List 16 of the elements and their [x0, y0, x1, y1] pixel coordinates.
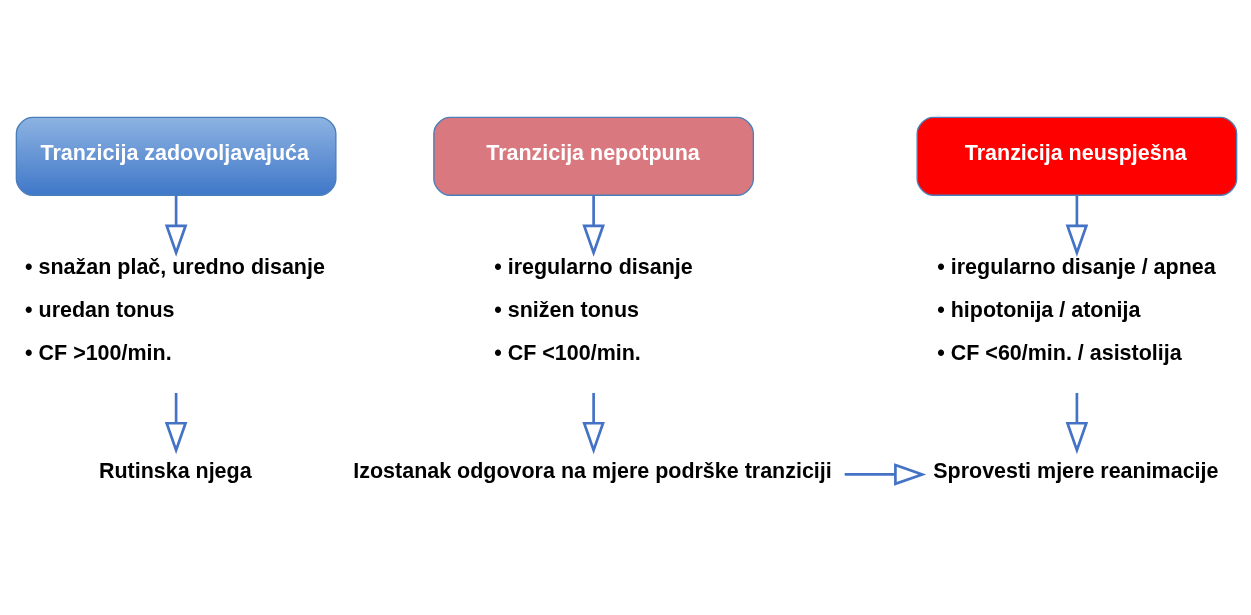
arrow	[582, 195, 605, 257]
node-text: Izostanak odgovora na mjere podrške tranziciji	[353, 458, 832, 483]
node-text: Sprovesti mjere reanimacije	[933, 458, 1219, 483]
node-text: Rutinska njega	[98, 458, 252, 483]
node-box: Tranzicija nepotpuna	[433, 116, 755, 196]
arrow	[1065, 195, 1089, 257]
arrow	[1065, 392, 1089, 454]
node-box: Tranzicija neuspješna	[916, 116, 1238, 196]
arrow	[164, 195, 188, 257]
arrow	[164, 392, 188, 454]
arrow	[844, 462, 927, 486]
node-box: Tranzicija zadovoljavajuća	[15, 116, 337, 196]
node-text: • iregularno disanje / apnea • hipotonija / atonija • CF <60/min. / asistolija	[937, 254, 1216, 365]
arrow	[582, 392, 605, 454]
node-text: • iregularno disanje • snižen tonus • CF <100/min.	[494, 254, 693, 365]
node-text: • snažan plač, uredno disanje • uredan tonus • CF >100/min.	[25, 254, 325, 365]
